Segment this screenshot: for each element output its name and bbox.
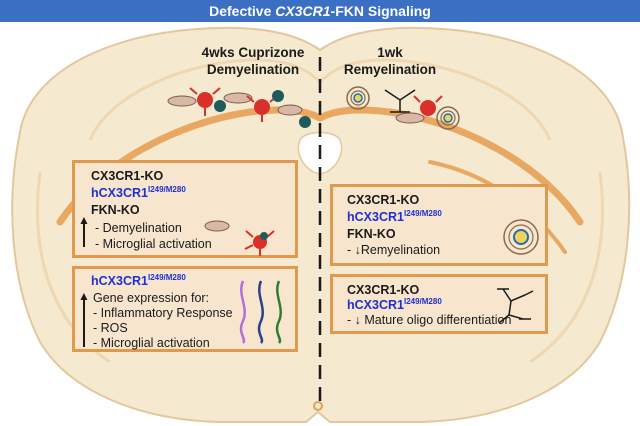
box-demyelination-effects: CX3CR1-KO hCX3CR1I249/M280 FKN-KO ▲ - De… [72,160,298,258]
region-right-line1: 1wk [377,45,403,60]
title-gene: CX3CR1 [275,3,331,19]
demyelinating-oligo-3 [277,104,303,116]
title-suffix: -FKN Signaling [330,3,431,19]
microglia-cell-1 [189,87,221,116]
figure-title: Defective CX3CR1-FKN Signaling [0,0,640,22]
box-br-item1-prefix: - [347,313,355,327]
box-tr-variant-sup: I249/M280 [403,209,442,218]
myelinated-axon-icon [503,219,539,255]
box-tl-variant-sup: I249/M280 [147,185,186,194]
region-label-right: 1wk Remyelination [335,44,445,78]
box-bl-line2: Gene expression for: [93,291,210,305]
box-tr-variant-base: hCX3CR1 [347,210,404,225]
box-br-item1-text: Mature oligo differentiation [360,313,512,327]
down-arrow-icon-br: ↓ [354,313,361,327]
box-tr-line1: CX3CR1-KO [347,193,420,207]
box-remyelination-effects: CX3CR1-KO hCX3CR1I249/M280 FKN-KO - ↓Rem… [330,184,548,266]
box-tl-line3: FKN-KO [91,203,140,217]
oligodendrocyte-icon [497,288,534,324]
region-label-left: 4wks Cuprizone Demyelination [188,44,318,78]
oligo-teal-3 [299,116,311,128]
box-tl-variant-base: hCX3CR1 [91,186,148,201]
box-br-variant-base: hCX3CR1 [347,298,404,313]
region-left-line2: Demyelination [206,62,300,77]
microglia-cell-2 [246,95,278,122]
box-tr-line3: FKN-KO [347,227,396,241]
box-bl-variant-base: hCX3CR1 [91,274,148,289]
box-tr-variant: hCX3CR1I249/M280 [347,209,442,224]
demyelinating-oligo-1 [167,95,197,107]
box-gene-expression: hCX3CR1I249/M280 ▲ Gene expression for: … [72,266,298,352]
box-bl-variant-sup: I249/M280 [147,273,186,282]
microglia-cell-right [413,95,443,116]
box-bl-item1: - Inflammatory Response [93,306,233,320]
box-tr-item1: - ↓Remyelination [347,243,440,257]
box-br-variant-sup: I249/M280 [403,297,442,306]
box-tl-variant: hCX3CR1I249/M280 [91,185,186,200]
white-matter-arc [56,106,584,226]
remyelinating-oligo-right [395,112,425,124]
midline-bottom-marker [313,401,323,411]
box-bl-variant: hCX3CR1I249/M280 [91,273,186,288]
cortex-side-right [529,171,604,364]
dna-strand-icon [239,280,282,344]
up-arrow-icon-bl: ▲ [78,289,90,303]
box-tl-item1: - Demyelination [95,221,182,235]
box-tl-item2: - Microglial activation [95,237,212,251]
box-br-item1: - ↓ Mature oligo differentiation [347,313,511,327]
box-tr-item1-prefix: - [347,243,355,257]
demyelinating-oligo-icon [204,220,230,232]
microglia-icon [244,230,275,256]
box-br-line1: CX3CR1-KO [347,283,420,297]
region-right-line2: Remyelination [343,62,437,77]
up-arrow-shaft-bl [83,297,85,347]
up-arrow-shaft-tl [83,221,85,247]
oligo-teal-1 [214,100,226,112]
title-prefix: Defective [209,3,276,19]
down-arrow-icon: ↓ [354,243,361,257]
remyelinating-axon-1 [346,86,370,110]
up-arrow-icon: ▲ [78,213,90,227]
box-oligo-differentiation: CX3CR1-KO hCX3CR1I249/M280 - ↓ Mature ol… [330,274,548,334]
oligo-precursor-right [384,89,416,113]
box-bl-item3: - Microglial activation [93,336,210,350]
demyelinating-oligo-2 [223,92,253,104]
box-tl-line1: CX3CR1-KO [91,169,164,183]
box-br-variant: hCX3CR1I249/M280 [347,297,442,312]
region-left-line1: 4wks Cuprizone [201,45,305,60]
box-tr-item1-text: Remyelination [360,243,441,257]
box-bl-item2: - ROS [93,321,128,335]
remyelinating-axon-2 [436,106,460,130]
oligo-teal-2 [272,90,284,102]
